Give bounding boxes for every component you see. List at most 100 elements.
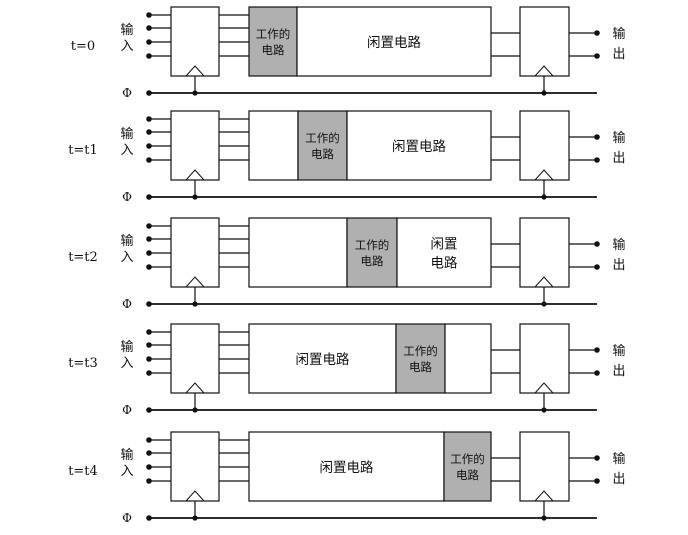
clock-label: Φ [122, 190, 132, 204]
clock-terminal [146, 90, 152, 96]
clock-edge-icon [185, 382, 205, 394]
idle-circuit-label: 闲置电路 [320, 460, 374, 476]
input-terminal [146, 370, 152, 376]
idle-circuit-label: 闲置电路 [367, 35, 421, 51]
idle-circuit-block [248, 323, 397, 394]
clock-junction [541, 90, 547, 96]
clock-label: Φ [122, 297, 132, 311]
working-circuit-block [395, 323, 446, 394]
idle-circuit-block [396, 217, 492, 288]
input-label: 输 [120, 22, 133, 38]
input-label: 输 [120, 447, 133, 463]
clock-junction [541, 407, 547, 413]
input-terminal [146, 223, 152, 229]
clock-edge-icon [185, 65, 205, 77]
time-label: t=t1 [68, 143, 98, 158]
input-terminal [146, 329, 152, 335]
input-register [170, 431, 220, 502]
working-circuit-block [443, 431, 492, 502]
output-register [519, 110, 570, 181]
time-label: t=t3 [68, 356, 98, 371]
output-terminal [594, 347, 600, 353]
output-register [519, 431, 570, 502]
clock-junction [541, 515, 547, 521]
clock-edge-icon [534, 490, 554, 502]
output-register [519, 217, 570, 288]
working-circuit-block [248, 6, 298, 77]
working-circuit-label: 工作的 [256, 27, 291, 41]
output-register [519, 6, 570, 77]
idle-circuit-label: 闲置电路 [392, 139, 446, 155]
input-label: 入 [120, 464, 133, 479]
output-terminal [594, 53, 600, 59]
idle-circuit-block [248, 431, 445, 502]
working-circuit-block [297, 110, 348, 181]
clock-junction [192, 407, 198, 413]
working-circuit-label: 工作的 [403, 344, 438, 358]
clock-junction [541, 301, 547, 307]
input-terminal [146, 116, 152, 122]
input-register [170, 217, 220, 288]
time-label: t=0 [71, 39, 95, 54]
input-terminal [146, 143, 152, 149]
input-terminal [146, 478, 152, 484]
clock-edge-icon [185, 276, 205, 288]
input-terminal [146, 450, 152, 456]
pipeline-row: t=t4输入闲置电路工作的电路输出Φ [68, 431, 626, 525]
input-label: 入 [120, 143, 133, 158]
clock-junction [192, 194, 198, 200]
input-terminal [146, 236, 152, 242]
clock-junction [192, 515, 198, 521]
pipeline-row: t=t1输入工作的电路闲置电路输出Φ [68, 110, 626, 204]
idle-circuit-block [296, 6, 492, 77]
input-terminal [146, 39, 152, 45]
input-register [170, 6, 220, 77]
output-terminal [594, 241, 600, 247]
output-terminal [594, 455, 600, 461]
output-terminal [594, 264, 600, 270]
output-label: 输 [612, 237, 625, 253]
output-label: 出 [612, 151, 625, 166]
input-terminal [146, 264, 152, 270]
input-terminal [146, 437, 152, 443]
clock-edge-icon [534, 169, 554, 181]
clock-label: Φ [122, 511, 132, 525]
input-terminal [146, 356, 152, 362]
working-circuit-block [346, 217, 398, 288]
clock-junction [192, 301, 198, 307]
time-label: t=t4 [68, 464, 98, 479]
idle-circuit-label: 电路 [431, 255, 458, 271]
input-label: 入 [120, 250, 133, 265]
working-circuit-label: 电路 [456, 468, 479, 482]
idle-circuit-label: 闲置电路 [296, 352, 350, 368]
working-circuit-label: 电路 [409, 360, 432, 374]
pipeline-row: t=0输入工作的电路闲置电路输出Φ [71, 6, 626, 100]
output-label: 出 [612, 472, 625, 487]
idle-circuit-label: 闲置 [431, 236, 458, 252]
clock-edge-icon [534, 382, 554, 394]
working-circuit-label: 电路 [311, 147, 334, 161]
output-terminal [594, 370, 600, 376]
output-label: 输 [612, 26, 625, 42]
clock-label: Φ [122, 403, 132, 417]
blank-circuit-block [248, 217, 348, 288]
input-label: 输 [120, 233, 133, 249]
working-circuit-label: 电路 [361, 254, 384, 268]
output-label: 输 [612, 451, 625, 467]
input-label: 输 [120, 126, 133, 142]
idle-circuit-block [346, 110, 492, 181]
input-terminal [146, 342, 152, 348]
input-terminal [146, 129, 152, 135]
output-terminal [594, 134, 600, 140]
input-terminal [146, 25, 152, 31]
blank-circuit-block [444, 323, 492, 394]
output-label: 出 [612, 364, 625, 379]
blank-circuit-block [248, 110, 299, 181]
time-label: t=t2 [68, 250, 98, 265]
clock-edge-icon [534, 65, 554, 77]
clock-terminal [146, 194, 152, 200]
input-terminal [146, 464, 152, 470]
output-label: 输 [612, 130, 625, 146]
